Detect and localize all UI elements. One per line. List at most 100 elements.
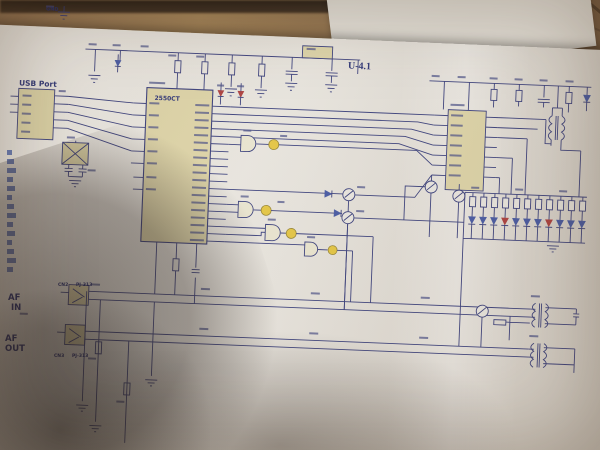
pin-label-text xyxy=(449,144,462,147)
pin-label-text xyxy=(22,103,32,106)
watermark-glyph xyxy=(7,240,12,245)
ref-designator-text xyxy=(530,295,540,298)
ref-designator-text xyxy=(140,45,149,48)
diode-icon xyxy=(578,220,586,229)
diode-icon xyxy=(324,189,333,198)
capacitor-icon xyxy=(64,164,87,178)
diode-icon xyxy=(512,218,520,226)
pin-label-text xyxy=(149,102,160,105)
mcu-pin xyxy=(211,135,230,138)
crystal-module xyxy=(301,45,334,60)
mcu-pin xyxy=(211,120,230,123)
ref-designator-text xyxy=(420,296,430,300)
mcu-pin xyxy=(209,165,228,168)
ground-icon xyxy=(254,89,267,98)
wire xyxy=(558,227,561,243)
ref-designator-text xyxy=(267,218,276,221)
ref-designator-text xyxy=(306,47,316,51)
led-icon xyxy=(237,90,245,98)
ref-designator-text xyxy=(307,236,316,239)
mcu-pin xyxy=(210,158,229,160)
ref-designator-text xyxy=(431,74,440,78)
logic-gate-icon xyxy=(237,200,254,218)
resistor-icon xyxy=(567,200,576,212)
audio-jack-cn3 xyxy=(64,323,86,346)
pin-label-text xyxy=(21,121,31,124)
watermark-glyph xyxy=(7,249,14,254)
watermark-text xyxy=(7,150,16,272)
pin-label-text xyxy=(148,114,159,117)
wire xyxy=(503,225,506,240)
ref-designator-text xyxy=(58,89,66,93)
ref-designator-text xyxy=(489,77,498,80)
mcu-pin xyxy=(212,105,231,108)
ground-icon xyxy=(546,245,559,253)
resistor-icon xyxy=(534,198,543,210)
resistor-icon xyxy=(258,63,266,77)
ground-icon xyxy=(325,84,338,93)
watermark-glyph xyxy=(7,213,16,218)
pin-label-text xyxy=(21,130,31,133)
af-out-label-line1: AF xyxy=(5,334,18,344)
ref-designator-text xyxy=(565,80,574,83)
transformer-icon xyxy=(547,115,566,141)
cn3-ref-label: CN3 xyxy=(54,353,64,359)
ref-designator-text xyxy=(471,186,480,189)
ref-designator-text xyxy=(243,129,252,132)
ground-icon xyxy=(285,82,298,91)
ref-designator-text xyxy=(515,188,524,191)
ref-designator-text xyxy=(457,75,466,79)
pin-label-text xyxy=(147,150,158,153)
pin-label-text xyxy=(451,114,464,117)
watermark-glyph xyxy=(7,150,12,155)
mcu-pin xyxy=(207,225,226,228)
resistor-icon xyxy=(515,89,523,103)
diode-icon xyxy=(583,94,591,103)
wire xyxy=(481,224,484,240)
led-icon xyxy=(217,90,225,98)
watermark-glyph xyxy=(7,222,13,227)
ref-designator-text xyxy=(450,103,465,107)
ground-icon xyxy=(88,74,101,83)
ref-designator-text xyxy=(46,5,55,8)
mcu-part-label: 2550CT xyxy=(154,95,180,103)
capacitor-icon xyxy=(191,269,200,274)
capacitor-icon xyxy=(285,70,338,83)
ground-icon xyxy=(224,88,237,97)
led-indicator-icon xyxy=(327,245,338,255)
wire xyxy=(514,225,517,241)
box-edge-shadow xyxy=(0,0,330,13)
resistor-icon xyxy=(490,196,499,209)
af-in-label-line1: AF xyxy=(8,293,21,303)
sheet-title: U-4.1 xyxy=(348,61,371,73)
resistor-icon xyxy=(174,60,182,74)
watermark-glyph xyxy=(7,168,16,173)
ref-designator-text xyxy=(310,292,320,295)
ref-designator-text xyxy=(90,283,101,286)
mcu-pin xyxy=(210,143,229,145)
resistor-icon xyxy=(545,199,554,211)
wire xyxy=(525,226,528,241)
wire xyxy=(470,224,473,239)
ground-icon xyxy=(57,6,70,20)
ref-designator-text xyxy=(88,357,97,360)
diode-icon xyxy=(567,220,575,229)
watermark-glyph xyxy=(7,204,14,209)
resistor-icon xyxy=(468,196,477,208)
ref-designator-text xyxy=(357,186,366,189)
mcu-pin xyxy=(208,203,227,205)
led-indicator-icon xyxy=(260,204,272,216)
ref-designator-text xyxy=(280,134,288,138)
wire xyxy=(569,228,572,243)
transformer-icon xyxy=(531,302,549,329)
ref-designator-text xyxy=(529,335,539,338)
resistor-icon xyxy=(565,91,573,105)
gnd-label: GND xyxy=(46,6,59,12)
ref-designator-text xyxy=(112,44,121,47)
pin-label-text xyxy=(450,124,463,127)
diode-icon xyxy=(523,218,531,227)
pin-label-text xyxy=(21,112,31,115)
ref-designator-text xyxy=(539,79,548,82)
